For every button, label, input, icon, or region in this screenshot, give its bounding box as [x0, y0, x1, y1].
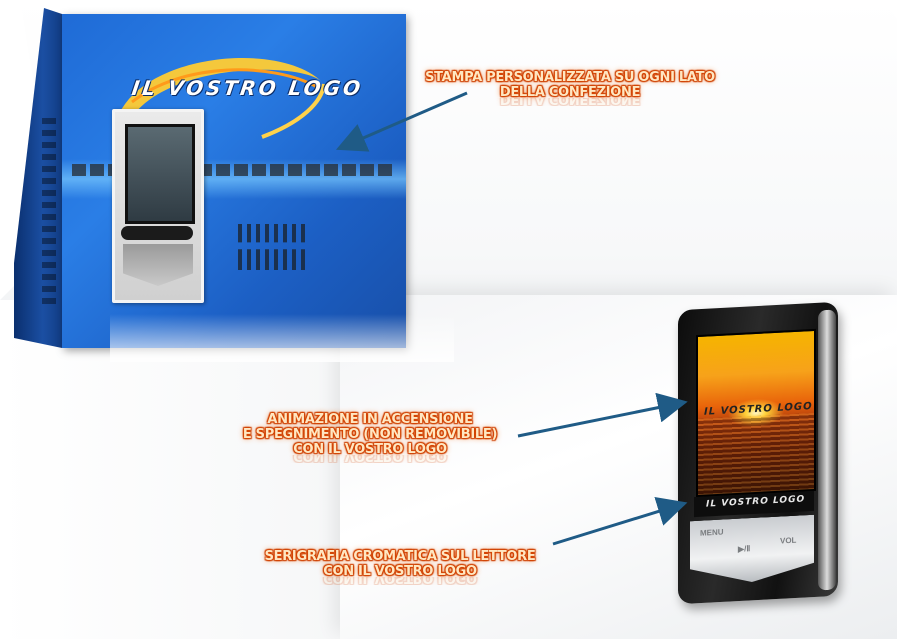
box-front-panel: IL VOSTRO LOGO	[62, 14, 454, 362]
box-logo-text: IL VOSTRO LOGO	[130, 76, 365, 100]
caption-animation-line1: ANIMAZIONE IN ACCENSIONE	[267, 412, 473, 427]
caption-serigraphy: SERIGRAFIA CROMATICA SUL LETTORE CON IL …	[240, 549, 560, 585]
caption-serigraphy-line2: CON IL VOSTRO LOGO	[323, 564, 477, 579]
box-side-print	[42, 118, 56, 308]
media-player-device-image: IL VOSTRO LOGO IL VOSTRO LOGO MENU VOL ▶…	[678, 301, 838, 605]
caption-animation-line2: E SPEGNIMENTO (NON REMOVIBILE)	[242, 427, 498, 442]
caption-animation-line3: CON IL VOSTRO LOGO	[293, 442, 447, 457]
device-key-menu: MENU	[700, 527, 724, 538]
box-feature-icons	[238, 224, 308, 270]
device-screen-sea	[698, 413, 814, 496]
device-screen-sunset: IL VOSTRO LOGO	[696, 328, 816, 498]
box-player-picture	[112, 109, 204, 303]
caption-packaging-reflection: DELLA CONFEZIONE	[499, 98, 641, 106]
caption-animation-reflection: CON IL VOSTRO LOGO	[293, 455, 447, 463]
caption-serigraphy-line1: SERIGRAFIA CROMATICA SUL LETTORE	[264, 549, 536, 564]
caption-packaging: STAMPA PERSONALIZZATA SU OGNI LATO DELLA…	[400, 70, 740, 106]
box-reflection	[110, 314, 454, 362]
caption-packaging-line2: DELLA CONFEZIONE	[499, 85, 641, 100]
device-key-play: ▶/Ⅱ	[738, 544, 751, 554]
box-player-logo-band	[121, 226, 193, 240]
product-box-image: IL VOSTRO LOGO	[14, 8, 454, 362]
device-key-vol: VOL	[780, 535, 797, 546]
device-chrome-edge	[818, 309, 836, 591]
box-player-keypad	[123, 244, 193, 286]
box-player-screen	[125, 124, 195, 224]
caption-serigraphy-reflection: CON IL VOSTRO LOGO	[323, 577, 477, 585]
caption-packaging-line1: STAMPA PERSONALIZZATA SU OGNI LATO	[425, 70, 715, 85]
caption-animation: ANIMAZIONE IN ACCENSIONE E SPEGNIMENTO (…	[220, 412, 520, 463]
box-logo-swoosh-icon	[120, 57, 326, 139]
